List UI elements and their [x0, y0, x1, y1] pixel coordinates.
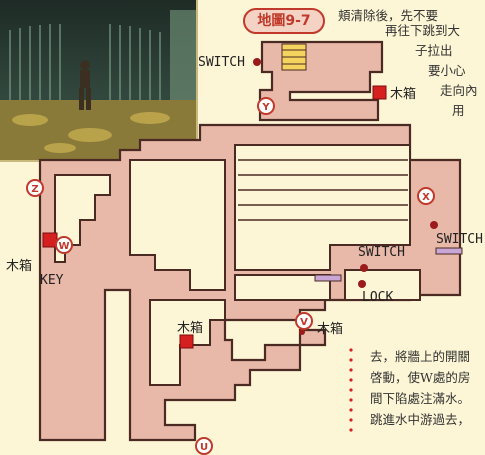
map-title-badge: 地圖9-7 [243, 8, 325, 34]
crate-label-left: 木箱 [6, 259, 33, 274]
map-inner-wall-steps [129, 159, 226, 291]
body-text-bottom-1: 去，將牆上的開關 [370, 349, 471, 364]
key-label: KEY [40, 273, 64, 288]
door-mid [314, 274, 342, 282]
body-text-bottom-2: 啓動，使W處的房 [370, 370, 471, 385]
body-text-line-6: 用 [452, 103, 465, 118]
marker-z-circle [26, 179, 44, 197]
crate-top-square [372, 85, 387, 100]
switch-label-right: SWITCH [436, 232, 483, 247]
marker-z-letter: Z [31, 184, 38, 195]
crate-label-top: 木箱 [390, 87, 417, 102]
body-text-line-5: 走向內 [440, 83, 478, 98]
marker-dot-v [299, 329, 305, 335]
body-text-bottom-3: 間下陷處注滿水。 [370, 391, 471, 406]
map-inner-wall-mid [234, 274, 331, 301]
marker-y-circle [257, 97, 275, 115]
body-text-line-4: 要小心 [428, 63, 466, 78]
crate-label-v: 木箱 [317, 322, 344, 337]
marker-y-letter: Y [261, 102, 270, 113]
key-square [42, 232, 58, 248]
body-text-line-3: 子拉出 [415, 43, 453, 58]
marker-u-letter: U [200, 442, 208, 453]
lock-dot [358, 280, 366, 288]
marker-v-circle [295, 312, 313, 330]
map-inner-wall-pool [234, 144, 411, 271]
lock-label: LOCK [362, 290, 394, 305]
marker-w-circle [55, 236, 73, 254]
switch-dot-mid [360, 264, 368, 272]
switch-dot-top [253, 58, 261, 66]
switch-label-mid: SWITCH [358, 245, 405, 260]
marker-v-letter: V [300, 317, 308, 328]
switch-label-top: SWITCH [198, 55, 245, 70]
body-text-line-1: 頬清除後，先不要 [338, 8, 439, 23]
map-inner-wall-right [344, 269, 421, 301]
switch-dot-right [430, 221, 438, 229]
crate-label-bottom: 木箱 [177, 321, 204, 336]
crate-left-square [179, 334, 194, 349]
marker-x-letter: X [422, 192, 430, 203]
marker-u-circle [195, 437, 213, 455]
door-right [435, 247, 463, 255]
marker-w-letter: W [58, 241, 69, 252]
body-text-line-2: 再往下跳到大 [385, 23, 461, 38]
body-text-bottom-4: 跳進水中游過去， [370, 412, 471, 427]
marker-x-circle [417, 187, 435, 205]
map-room-top [258, 40, 384, 122]
